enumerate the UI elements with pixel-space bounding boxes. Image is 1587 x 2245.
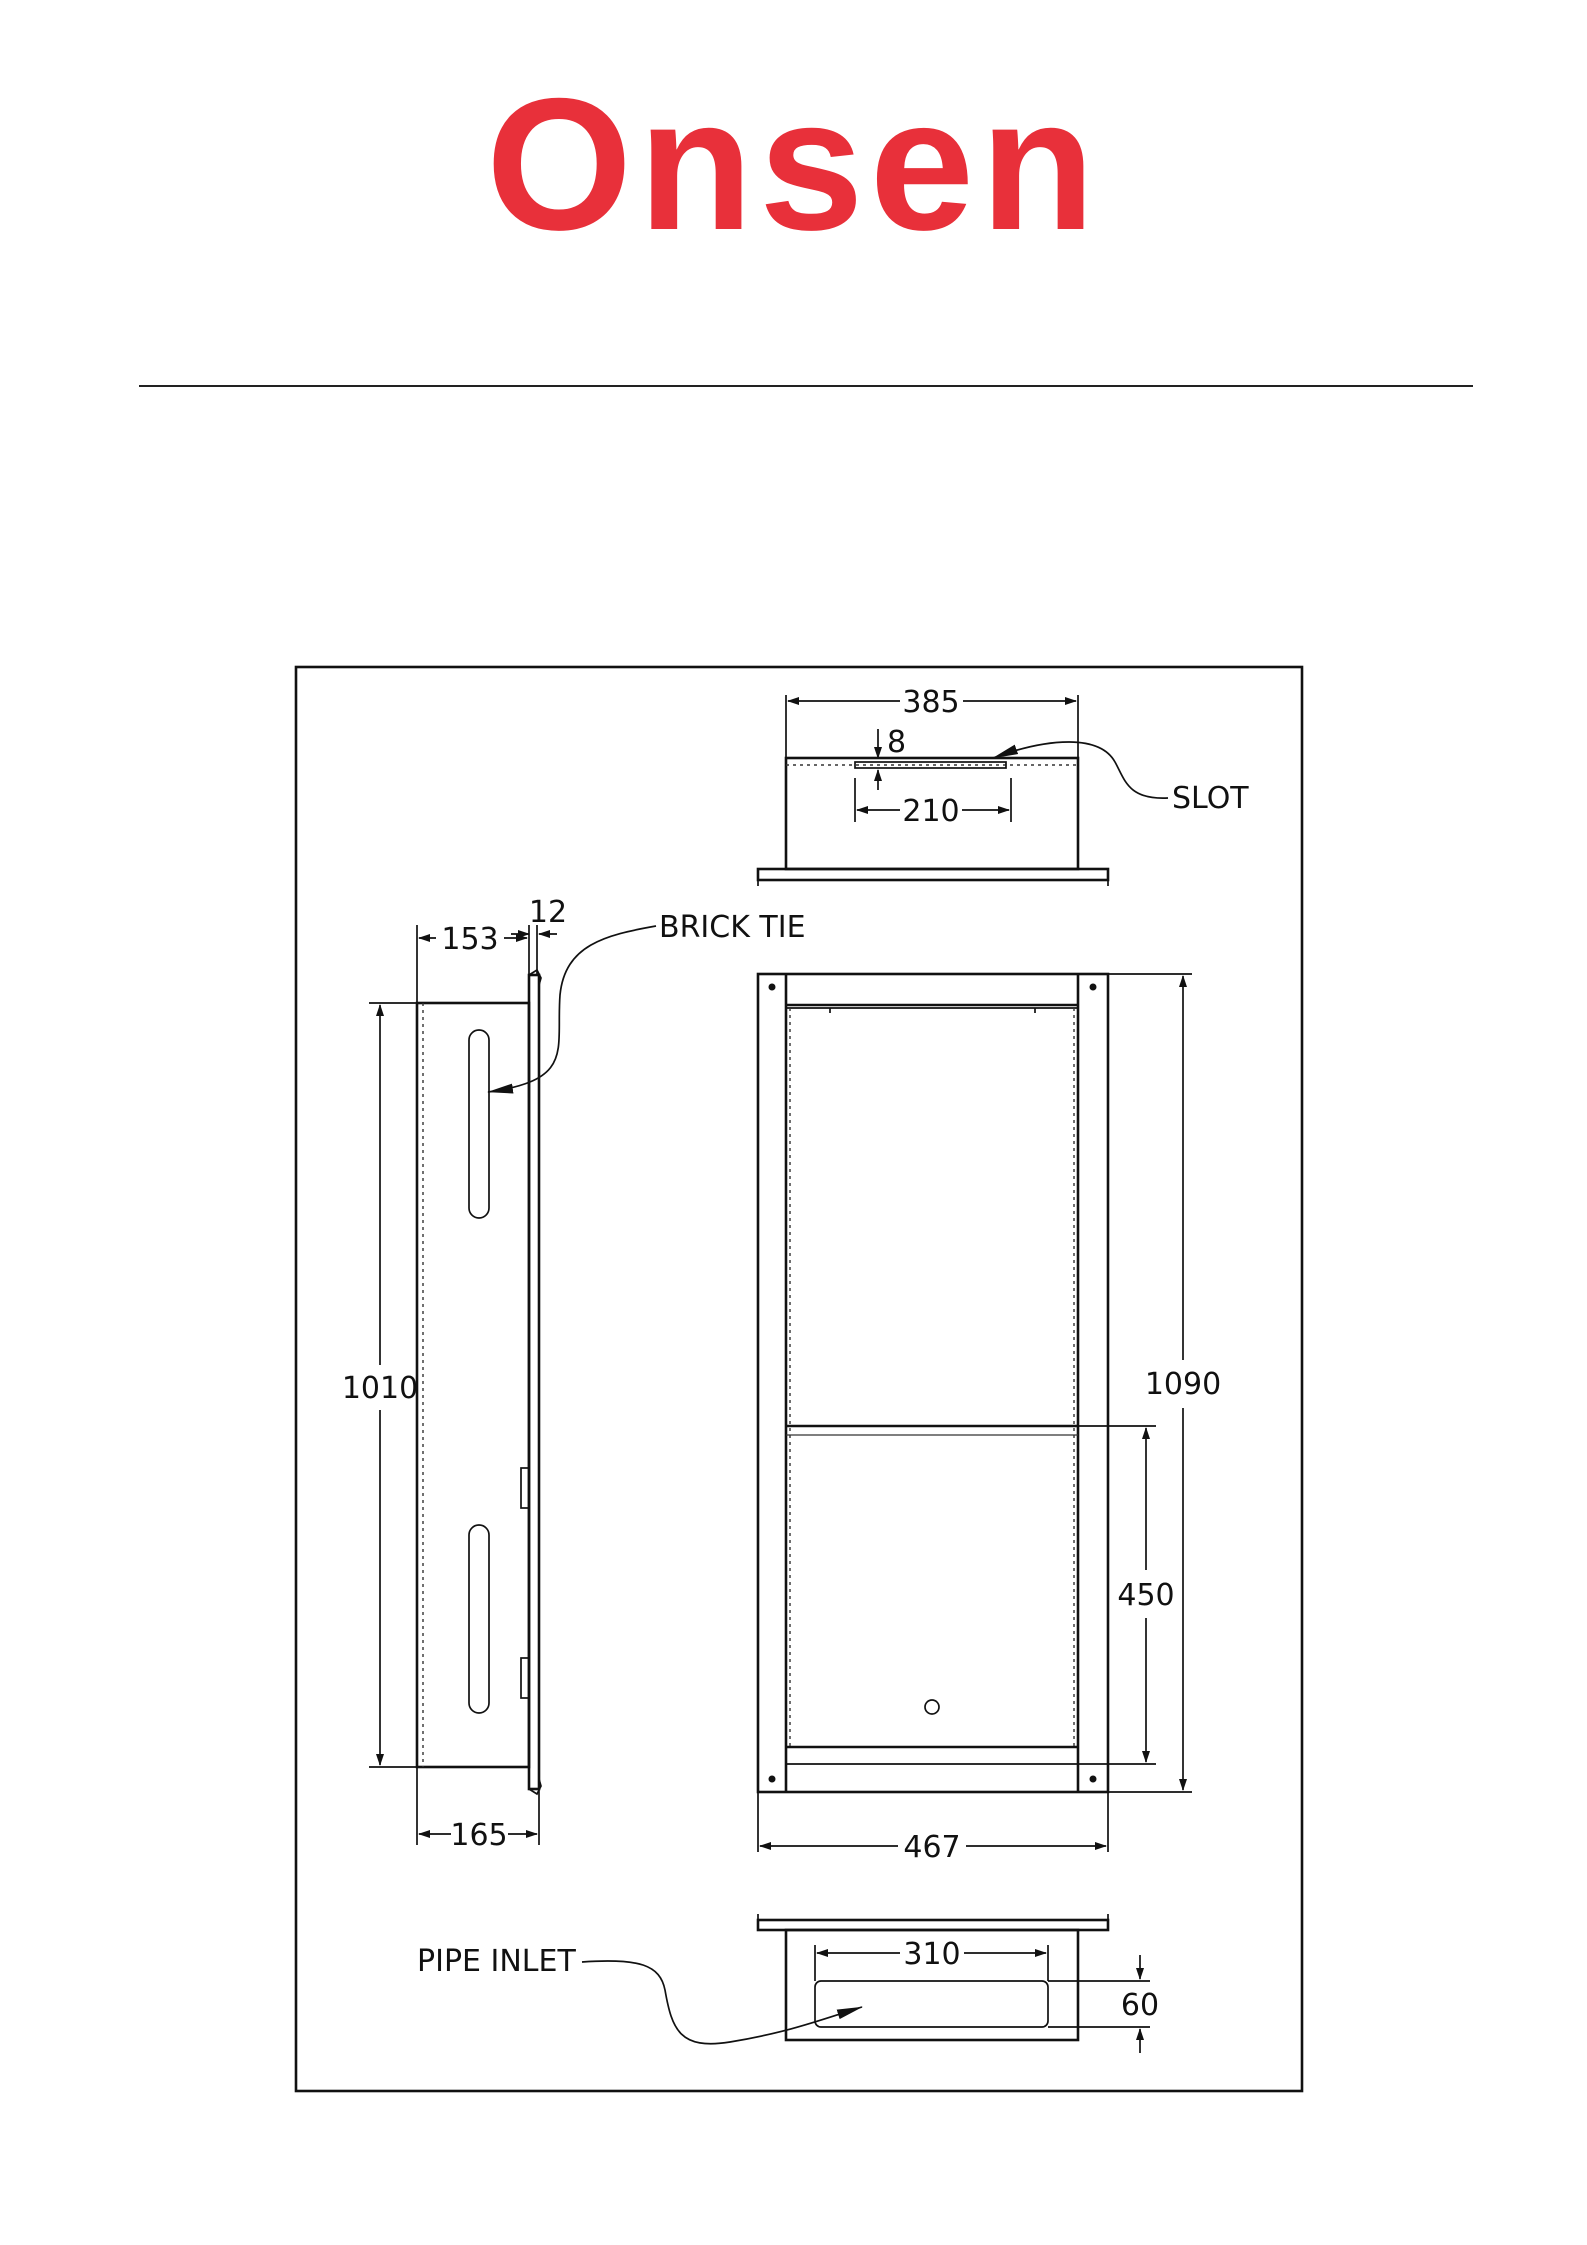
brick-tie-upper — [469, 1030, 489, 1218]
dim-slot-height: 8 — [887, 725, 906, 760]
side-view: 153 12 BRICK TIE 1010 165 — [342, 895, 806, 1853]
dim-inlet-length: 310 — [903, 1937, 960, 1972]
bottom-base-plate — [758, 1920, 1108, 1930]
dim-inlet-height: 60 — [1121, 1988, 1159, 2023]
top-base-plate — [758, 869, 1108, 880]
side-body — [417, 1003, 529, 1767]
side-rear-flange — [529, 975, 539, 1789]
bottom-view: 310 60 PIPE INLET — [417, 1914, 1159, 2053]
front-outer-frame — [758, 974, 1108, 1792]
dim-top-width: 385 — [902, 685, 959, 720]
pipe-hole — [925, 1700, 939, 1714]
brick-tie-callout: BRICK TIE — [659, 910, 806, 945]
brick-tie-lower — [469, 1525, 489, 1713]
dim-side-height: 1010 — [342, 1371, 418, 1406]
slot-callout: SLOT — [1172, 781, 1249, 816]
pipe-inlet — [815, 1981, 1048, 2027]
pipe-inlet-callout: PIPE INLET — [417, 1944, 576, 1979]
dim-front-lower: 450 — [1117, 1578, 1174, 1613]
dim-flange: 12 — [529, 895, 567, 930]
dim-front-width: 467 — [903, 1830, 960, 1865]
dim-side-depth: 153 — [441, 922, 498, 957]
front-view: 1090 450 467 — [758, 974, 1221, 1865]
top-view: 385 8 210 SLOT — [758, 685, 1249, 886]
dim-front-height: 1090 — [1145, 1367, 1221, 1402]
dim-slot-length: 210 — [902, 794, 959, 829]
dim-side-base: 165 — [450, 1818, 507, 1853]
